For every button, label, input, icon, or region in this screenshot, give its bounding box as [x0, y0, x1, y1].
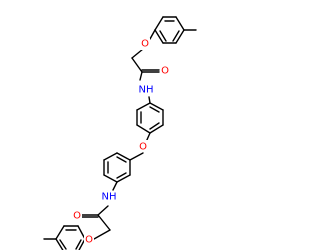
top-tolyl-ring [154, 16, 197, 44]
ether-oxygen-bottom: O [85, 235, 93, 246]
carbonyl-oxygen-top: O [161, 66, 169, 77]
upper-phenylene-ring [136, 102, 164, 143]
atom-labels: O O NH O NH O O [72, 38, 170, 246]
amide-nh-top: NH [139, 85, 154, 96]
top-linker [131, 29, 160, 104]
bottom-linker [80, 181, 118, 240]
ether-oxygen-top: O [141, 39, 149, 50]
molecule-diagram: O O NH O NH O O [43, 16, 197, 250]
lower-phenylene-ring [103, 152, 144, 183]
bottom-tolyl-ring [43, 225, 86, 250]
amide-nh-bottom: NH [102, 192, 117, 203]
carbonyl-oxygen-bottom: O [73, 211, 81, 222]
ether-oxygen-center: O [139, 142, 147, 153]
